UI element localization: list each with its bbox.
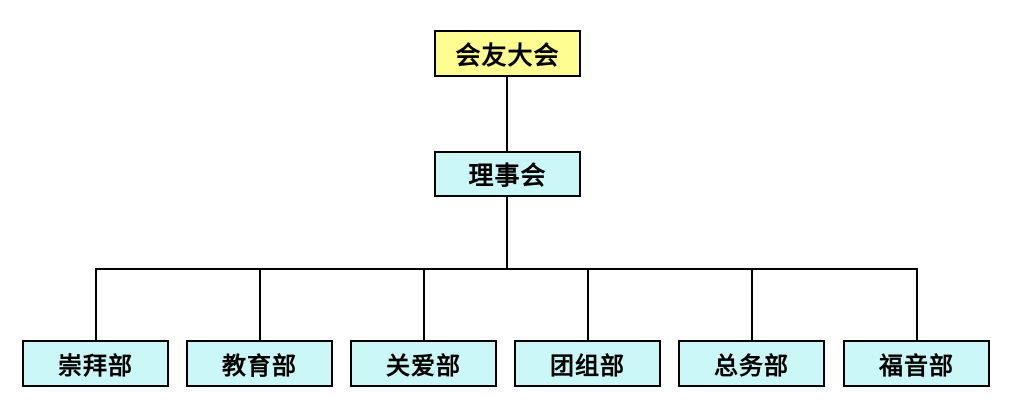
connector-drop-6 (916, 268, 918, 341)
connector-board-to-bus (506, 196, 508, 270)
connector-drop-4 (587, 268, 589, 341)
org-node-department-6: 福音部 (843, 340, 990, 387)
org-node-department-4: 团组部 (514, 340, 661, 387)
connector-drop-1 (95, 268, 97, 341)
connector-horizontal-bus (95, 268, 918, 270)
connector-root-to-board (506, 76, 508, 152)
org-node-department-1: 崇拜部 (22, 340, 169, 387)
org-node-department-2: 教育部 (186, 340, 333, 387)
org-node-department-5: 总务部 (678, 340, 825, 387)
org-node-board: 理事会 (434, 151, 581, 197)
connector-drop-5 (751, 268, 753, 341)
connector-drop-3 (423, 268, 425, 341)
connector-drop-2 (259, 268, 261, 341)
org-node-general-assembly: 会友大会 (434, 30, 581, 77)
org-node-department-3: 关爱部 (350, 340, 497, 387)
